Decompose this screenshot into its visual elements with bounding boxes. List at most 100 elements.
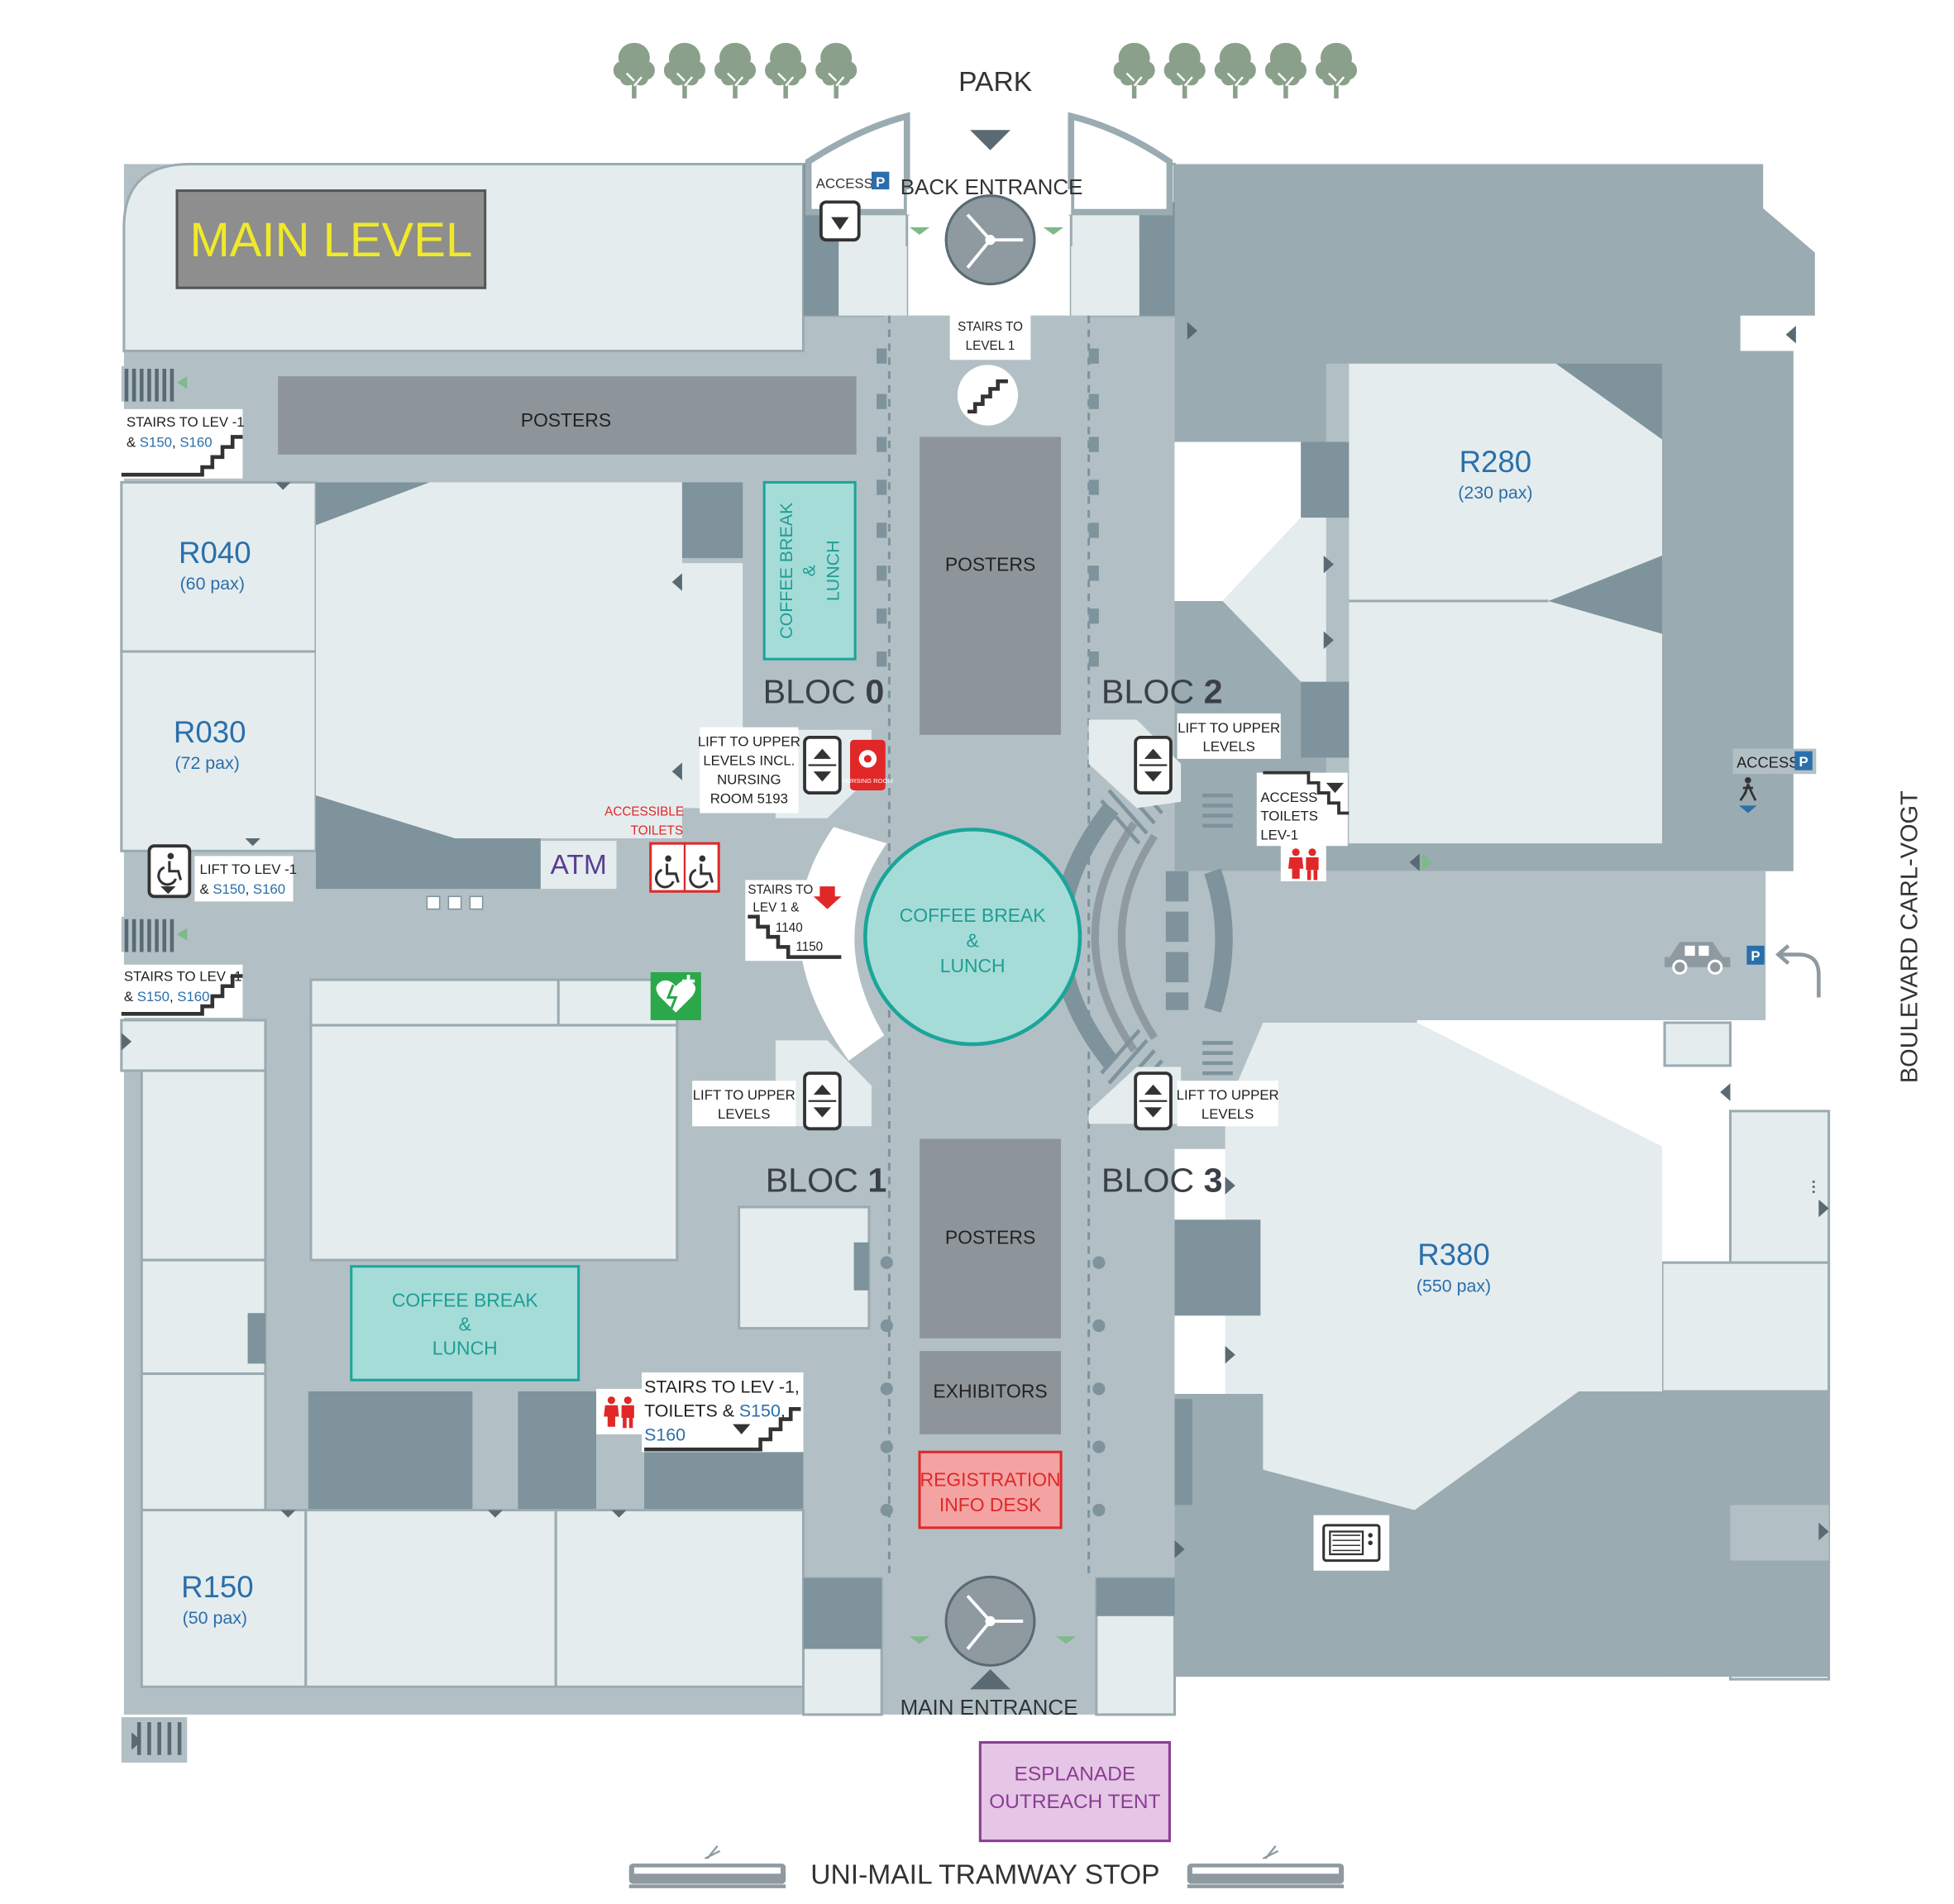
lift-icon[interactable] <box>1134 735 1173 795</box>
room-r280[interactable]: R280 (230 pax) <box>1458 445 1532 503</box>
svg-text:LEVELS INCL.: LEVELS INCL. <box>703 752 795 768</box>
svg-text:ACCESSIBLE: ACCESSIBLE <box>604 805 684 819</box>
park-trees-right <box>1112 41 1359 100</box>
park-label: PARK <box>958 67 1033 98</box>
bloc-0-label: BLOC 0 <box>763 673 885 711</box>
arrow-up-icon <box>970 1668 1010 1690</box>
stairs-toilets-bottom-sign: STAIRS TO LEV -1, TOILETS & S150, S160 <box>596 1372 804 1453</box>
svg-text:(230 pax): (230 pax) <box>1458 483 1532 503</box>
lift-access-icon[interactable] <box>819 200 861 242</box>
access-parking-top: ACCESS P <box>816 171 890 192</box>
svg-text:LIFT TO UPPER: LIFT TO UPPER <box>693 1087 795 1103</box>
tram-icon <box>629 1846 786 1887</box>
arrow-left-icon <box>1775 944 1821 998</box>
revolving-door-icon[interactable] <box>944 1575 1036 1668</box>
svg-text:STAIRS TO LEV -1: STAIRS TO LEV -1 <box>127 414 245 430</box>
svg-text:STAIRS TO LEV -1,: STAIRS TO LEV -1, <box>644 1377 800 1396</box>
room-r030[interactable]: R030 (72 pax) <box>174 715 246 773</box>
svg-text:BLOC 0: BLOC 0 <box>763 673 885 711</box>
svg-text:LIFT TO UPPER: LIFT TO UPPER <box>1177 1087 1279 1103</box>
coffee-break-upper[interactable]: COFFEE BREAK & LUNCH <box>762 480 857 661</box>
svg-text:1150: 1150 <box>795 940 823 954</box>
tree-icon <box>1163 41 1206 100</box>
lift-icon[interactable] <box>1134 1071 1173 1131</box>
svg-text:& S150, S160: & S150, S160 <box>127 435 213 451</box>
svg-text:COFFEE BREAK: COFFEE BREAK <box>776 502 796 639</box>
svg-text:R280: R280 <box>1460 445 1532 479</box>
room-r150[interactable]: R150 (50 pax) <box>181 1570 254 1628</box>
stairs-lev-minus1-sign-lower: STAIRS TO LEV -1 & S150, S160 <box>121 919 243 1018</box>
lift-icon[interactable] <box>803 1071 842 1131</box>
svg-text:R380: R380 <box>1417 1238 1490 1272</box>
defibrillator-icon[interactable] <box>650 971 701 1020</box>
svg-text:LEVELS: LEVELS <box>1202 739 1254 755</box>
tree-icon <box>612 41 657 100</box>
svg-text:&: & <box>799 565 819 576</box>
svg-text:TOILETS & S150,: TOILETS & S150, <box>644 1401 786 1421</box>
lift-icon[interactable] <box>803 735 842 795</box>
atm[interactable]: ATM <box>540 841 617 890</box>
svg-text:COFFEE BREAK: COFFEE BREAK <box>900 904 1047 926</box>
svg-text:INFO DESK: INFO DESK <box>939 1494 1042 1515</box>
svg-text:REGISTRATION: REGISTRATION <box>920 1469 1061 1491</box>
svg-text:STAIRS TO LEV -1: STAIRS TO LEV -1 <box>124 969 242 985</box>
svg-text:(50 pax): (50 pax) <box>183 1608 247 1628</box>
arrow-down-icon <box>970 130 1010 150</box>
svg-text:ROOM 5193: ROOM 5193 <box>710 790 788 806</box>
hall-pillars <box>877 348 1106 1517</box>
tram-stop-label: UNI-MAIL TRAMWAY STOP <box>810 1860 1159 1891</box>
svg-text:LUNCH: LUNCH <box>823 540 843 601</box>
svg-text:ACCESS: ACCESS <box>816 176 873 192</box>
registration-info-desk[interactable]: REGISTRATION INFO DESK <box>918 1450 1063 1529</box>
lift-nursing-sign: LIFT TO UPPER LEVELS INCL. NURSING ROOM … <box>698 727 800 814</box>
svg-text:P: P <box>1751 948 1760 964</box>
svg-text:&: & <box>459 1314 471 1335</box>
esplanade-outreach-tent[interactable]: ESPLANADE OUTREACH TENT <box>978 1740 1171 1843</box>
main-entrance-label[interactable]: MAIN ENTRANCE <box>901 1695 1078 1720</box>
door-markers <box>121 227 1829 1750</box>
svg-text:S160: S160 <box>644 1425 686 1445</box>
tree-icon <box>814 41 858 100</box>
nursing-room-icon[interactable]: NURSING ROOM <box>843 739 893 791</box>
tree-icon <box>763 41 808 100</box>
lift-upper-bloc1-sign: LIFT TO UPPER LEVELS <box>692 1081 796 1127</box>
svg-text:R040: R040 <box>179 536 251 570</box>
svg-text:1140: 1140 <box>776 921 803 935</box>
svg-text:LIFT TO UPPER: LIFT TO UPPER <box>1178 720 1280 736</box>
svg-text:COFFEE BREAK: COFFEE BREAK <box>392 1290 539 1311</box>
room-r380[interactable]: R380 (550 pax) <box>1417 1238 1491 1296</box>
accessible-toilets[interactable]: ACCESSIBLE TOILETS <box>604 805 720 893</box>
revolving-door-icon[interactable] <box>944 193 1036 286</box>
svg-text:ACCESS: ACCESS <box>1737 754 1799 771</box>
coffee-break-lower[interactable]: COFFEE BREAK & LUNCH <box>350 1265 580 1381</box>
lift-upper-bloc2-sign: LIFT TO UPPER LEVELS <box>1177 713 1281 759</box>
parking-sign-road: P <box>1746 945 1765 965</box>
svg-text:MAIN LEVEL: MAIN LEVEL <box>189 213 472 267</box>
svg-text:TOILETS: TOILETS <box>631 823 683 837</box>
svg-text:STAIRS TO: STAIRS TO <box>748 883 813 897</box>
svg-text:ACCESS: ACCESS <box>1260 790 1317 805</box>
svg-text:& S150, S160: & S150, S160 <box>124 989 210 1004</box>
svg-text:LUNCH: LUNCH <box>432 1338 498 1359</box>
svg-text:P: P <box>1799 754 1808 770</box>
svg-text:P: P <box>876 174 885 190</box>
svg-text:LUNCH: LUNCH <box>940 955 1006 976</box>
stairs-to-level-1-sign: STAIRS TO LEVEL 1 <box>949 314 1031 360</box>
car-icon <box>1665 942 1731 975</box>
svg-text:(550 pax): (550 pax) <box>1417 1276 1491 1296</box>
tree-icon <box>713 41 757 100</box>
svg-text:BLOC 1: BLOC 1 <box>766 1162 887 1200</box>
svg-text:(72 pax): (72 pax) <box>174 753 239 773</box>
svg-text:NURSING ROOM: NURSING ROOM <box>843 777 893 785</box>
svg-text:OUTREACH TENT: OUTREACH TENT <box>989 1791 1160 1813</box>
stairs-lev-minus1-sign-upper: STAIRS TO LEV -1 & S150, S160 <box>121 368 245 479</box>
microwave-icon <box>1313 1515 1390 1571</box>
bloc-3-label: BLOC 3 <box>1101 1162 1223 1200</box>
room-r040[interactable]: R040 (60 pax) <box>179 536 251 594</box>
access-toilets-sign: ACCESS TOILETS LEV-1 <box>1256 771 1350 881</box>
svg-text:LEVELS: LEVELS <box>718 1106 770 1122</box>
stairs-icon[interactable] <box>957 365 1019 426</box>
coffee-break-center[interactable]: COFFEE BREAK & LUNCH <box>863 828 1082 1047</box>
tree-icon <box>1213 41 1258 100</box>
